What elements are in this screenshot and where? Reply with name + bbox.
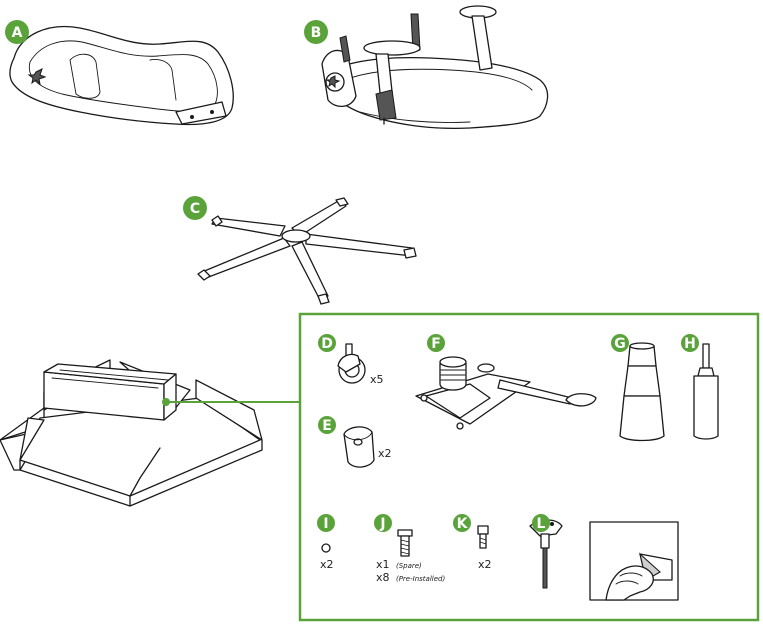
part-j-spare-count: x1 <box>376 558 390 571</box>
badge-d: D <box>318 334 336 352</box>
badge-a: A <box>5 20 29 44</box>
badge-b-letter: B <box>311 25 322 41</box>
badge-i: I <box>317 514 335 532</box>
badge-g: G <box>611 334 629 352</box>
badge-f-letter: F <box>431 336 441 352</box>
badge-j-letter: J <box>379 516 385 532</box>
badge-e-letter: E <box>322 418 332 434</box>
part-i-washer <box>321 543 331 553</box>
badge-l: L <box>532 514 550 532</box>
part-k-quantity: x2 <box>478 558 492 571</box>
badge-e: E <box>318 416 336 434</box>
part-j-quantity-installed: x8 (Pre-Installed) <box>376 568 445 585</box>
part-g-cylinder-cover <box>619 342 665 442</box>
part-c-base <box>197 197 417 305</box>
part-e-quantity: x2 <box>378 447 392 460</box>
badge-d-letter: D <box>321 336 333 352</box>
part-e-clip <box>343 426 375 468</box>
badge-g-letter: G <box>614 336 626 352</box>
part-f-tilt-mechanism <box>415 356 597 430</box>
badge-c-letter: C <box>190 201 200 217</box>
box-to-panel-connector <box>162 398 302 406</box>
part-k-screw <box>477 525 489 549</box>
part-j-bolt <box>397 529 413 557</box>
badge-i-letter: I <box>323 516 328 532</box>
badge-j: J <box>374 514 392 532</box>
part-j-spare-note: (Spare) <box>396 562 422 570</box>
sticker-peel-illustration <box>589 521 679 601</box>
part-a-backrest <box>9 25 234 126</box>
part-i-quantity: x2 <box>320 558 334 571</box>
badge-k-letter: K <box>457 516 469 532</box>
badge-c: C <box>183 196 207 220</box>
badge-a-letter: A <box>12 25 23 41</box>
small-parts-panel <box>298 312 760 622</box>
part-b-seat <box>321 5 549 130</box>
badge-h: H <box>681 334 699 352</box>
badge-f: F <box>427 334 445 352</box>
badge-l-letter: L <box>537 516 546 532</box>
badge-k: K <box>453 514 471 532</box>
badge-h-letter: H <box>684 336 696 352</box>
part-h-gas-lift <box>693 343 719 440</box>
shipping-box <box>0 359 263 507</box>
part-j-installed-note: (Pre-Installed) <box>396 575 445 583</box>
part-d-caster <box>337 343 366 384</box>
part-j-installed-count: x8 <box>376 571 390 584</box>
part-j-quantity-spare: x1 (Spare) <box>376 555 422 572</box>
badge-b: B <box>304 20 328 44</box>
part-d-quantity: x5 <box>370 373 384 386</box>
